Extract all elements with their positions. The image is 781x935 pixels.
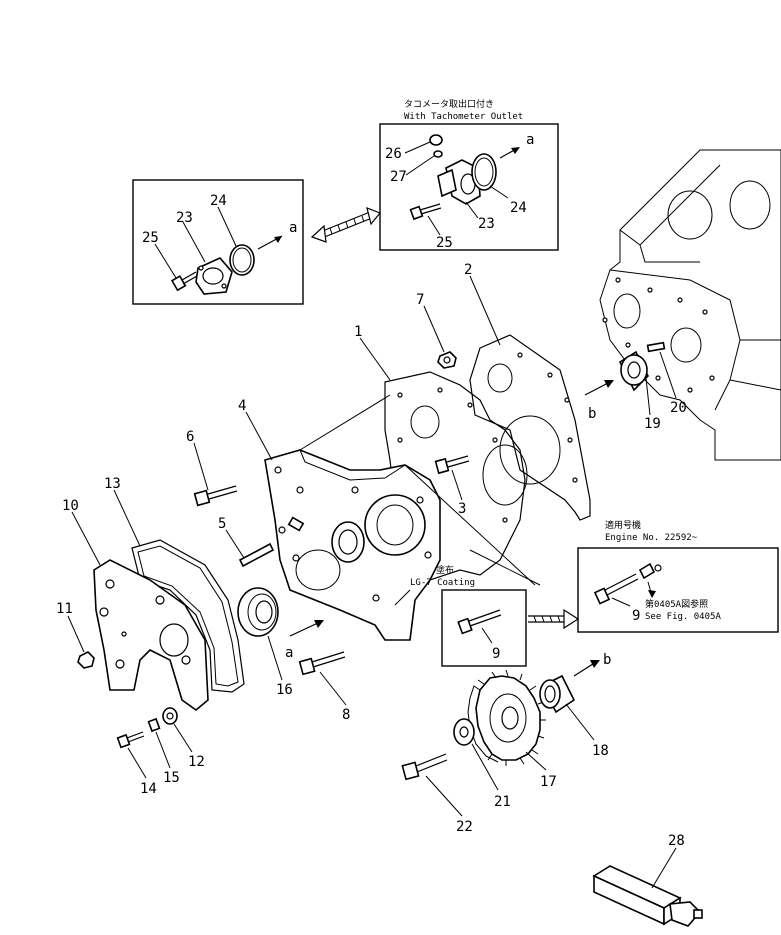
bushing-19 bbox=[618, 350, 649, 392]
label-5: 5 bbox=[218, 516, 226, 532]
engine-note-en: Engine No. 22592~ bbox=[605, 533, 698, 543]
cover-plate-23 bbox=[195, 257, 233, 295]
bolt-22 bbox=[401, 753, 448, 781]
label-8: 8 bbox=[342, 707, 350, 723]
thrust-washer-21 bbox=[453, 718, 475, 746]
label-26: 26 bbox=[385, 146, 402, 162]
washer-12 bbox=[162, 707, 178, 725]
label-6: 6 bbox=[186, 429, 194, 445]
label-13: 13 bbox=[104, 476, 121, 492]
dowel-pin-5 bbox=[238, 542, 275, 568]
gasket-13 bbox=[131, 539, 245, 693]
bolt-9-box bbox=[441, 589, 527, 667]
label-12: 12 bbox=[188, 754, 205, 770]
label-25: 25 bbox=[142, 230, 159, 246]
label-14: 14 bbox=[140, 781, 157, 797]
arrow-label-a-bottom: a bbox=[285, 645, 293, 661]
reference-callout: 9 第0405A図参照 See Fig. 0405A bbox=[577, 547, 779, 633]
gear-case-4 bbox=[264, 449, 441, 641]
label-21: 21 bbox=[494, 794, 511, 810]
label-9: 9 bbox=[492, 646, 500, 662]
label-10: 10 bbox=[62, 498, 79, 514]
bolt-6 bbox=[193, 485, 238, 507]
hatched-arrow-to-ref bbox=[528, 608, 580, 630]
label-24-tach: 24 bbox=[510, 200, 527, 216]
gear-17 bbox=[467, 669, 546, 766]
arrow-label-b-bottom: b bbox=[603, 652, 611, 668]
label-2: 2 bbox=[464, 262, 472, 278]
label-20: 20 bbox=[670, 400, 687, 416]
bolt-9-callout: 9 bbox=[441, 589, 527, 667]
tachometer-box bbox=[379, 123, 559, 251]
plain-cover-box bbox=[132, 179, 304, 305]
front-cover-10 bbox=[93, 559, 209, 712]
label-16: 16 bbox=[276, 682, 293, 698]
arrow-label-b-top: b bbox=[588, 406, 596, 422]
oil-seal-16 bbox=[237, 587, 279, 637]
label-17: 17 bbox=[540, 774, 557, 790]
ref-label-9: 9 bbox=[632, 608, 640, 624]
engine-note-jp: 適用号機 bbox=[605, 519, 641, 531]
coating-note-jp: 塗布 bbox=[436, 564, 454, 576]
label-18: 18 bbox=[592, 743, 609, 759]
double-arrow-alternative bbox=[310, 207, 381, 243]
label-24: 24 bbox=[210, 193, 227, 209]
coating-note-en: LG-7 Coating bbox=[410, 578, 475, 588]
nut-11 bbox=[77, 651, 95, 669]
seal-27 bbox=[433, 150, 443, 158]
bolt-14 bbox=[116, 731, 145, 749]
o-ring-24-tach bbox=[471, 153, 497, 191]
label-15: 15 bbox=[163, 770, 180, 786]
label-7: 7 bbox=[416, 292, 424, 308]
arrow-label-a-tach: a bbox=[526, 132, 534, 148]
label-25-tach: 25 bbox=[436, 235, 453, 251]
bolt-25 bbox=[170, 271, 198, 292]
bushing-18 bbox=[539, 674, 576, 714]
gasket-2 bbox=[469, 334, 591, 521]
label-11: 11 bbox=[56, 601, 73, 617]
plain-cover-callout: a 23 24 25 bbox=[132, 179, 304, 305]
tool-28 bbox=[592, 865, 703, 927]
arrow-label-a: a bbox=[289, 220, 297, 236]
cap-26 bbox=[429, 134, 443, 146]
pin-20 bbox=[646, 341, 666, 353]
label-23-tach: 23 bbox=[478, 216, 495, 232]
label-19: 19 bbox=[644, 416, 661, 432]
bolt-25-tach bbox=[409, 203, 442, 221]
bolt-8 bbox=[298, 651, 346, 676]
tachometer-title-jp: タコメータ取出口付き bbox=[404, 98, 494, 110]
label-4: 4 bbox=[238, 398, 246, 414]
tachometer-outlet-callout: タコメータ取出口付き With Tachometer Outlet a bbox=[379, 98, 559, 251]
label-1: 1 bbox=[354, 324, 362, 340]
label-28: 28 bbox=[668, 833, 685, 849]
ref-note-en: See Fig. 0405A bbox=[645, 612, 721, 622]
tachometer-title-en: With Tachometer Outlet bbox=[404, 112, 523, 122]
ref-note-jp: 第0405A図参照 bbox=[645, 598, 708, 610]
label-3: 3 bbox=[458, 501, 466, 517]
label-22: 22 bbox=[456, 819, 473, 835]
bolt-3 bbox=[434, 455, 470, 475]
washer-15 bbox=[147, 717, 161, 733]
o-ring-24 bbox=[229, 244, 255, 276]
engine-block bbox=[599, 149, 781, 461]
label-23: 23 bbox=[176, 210, 193, 226]
reference-box bbox=[577, 547, 779, 633]
nut-7 bbox=[437, 351, 457, 369]
label-27: 27 bbox=[390, 169, 407, 185]
